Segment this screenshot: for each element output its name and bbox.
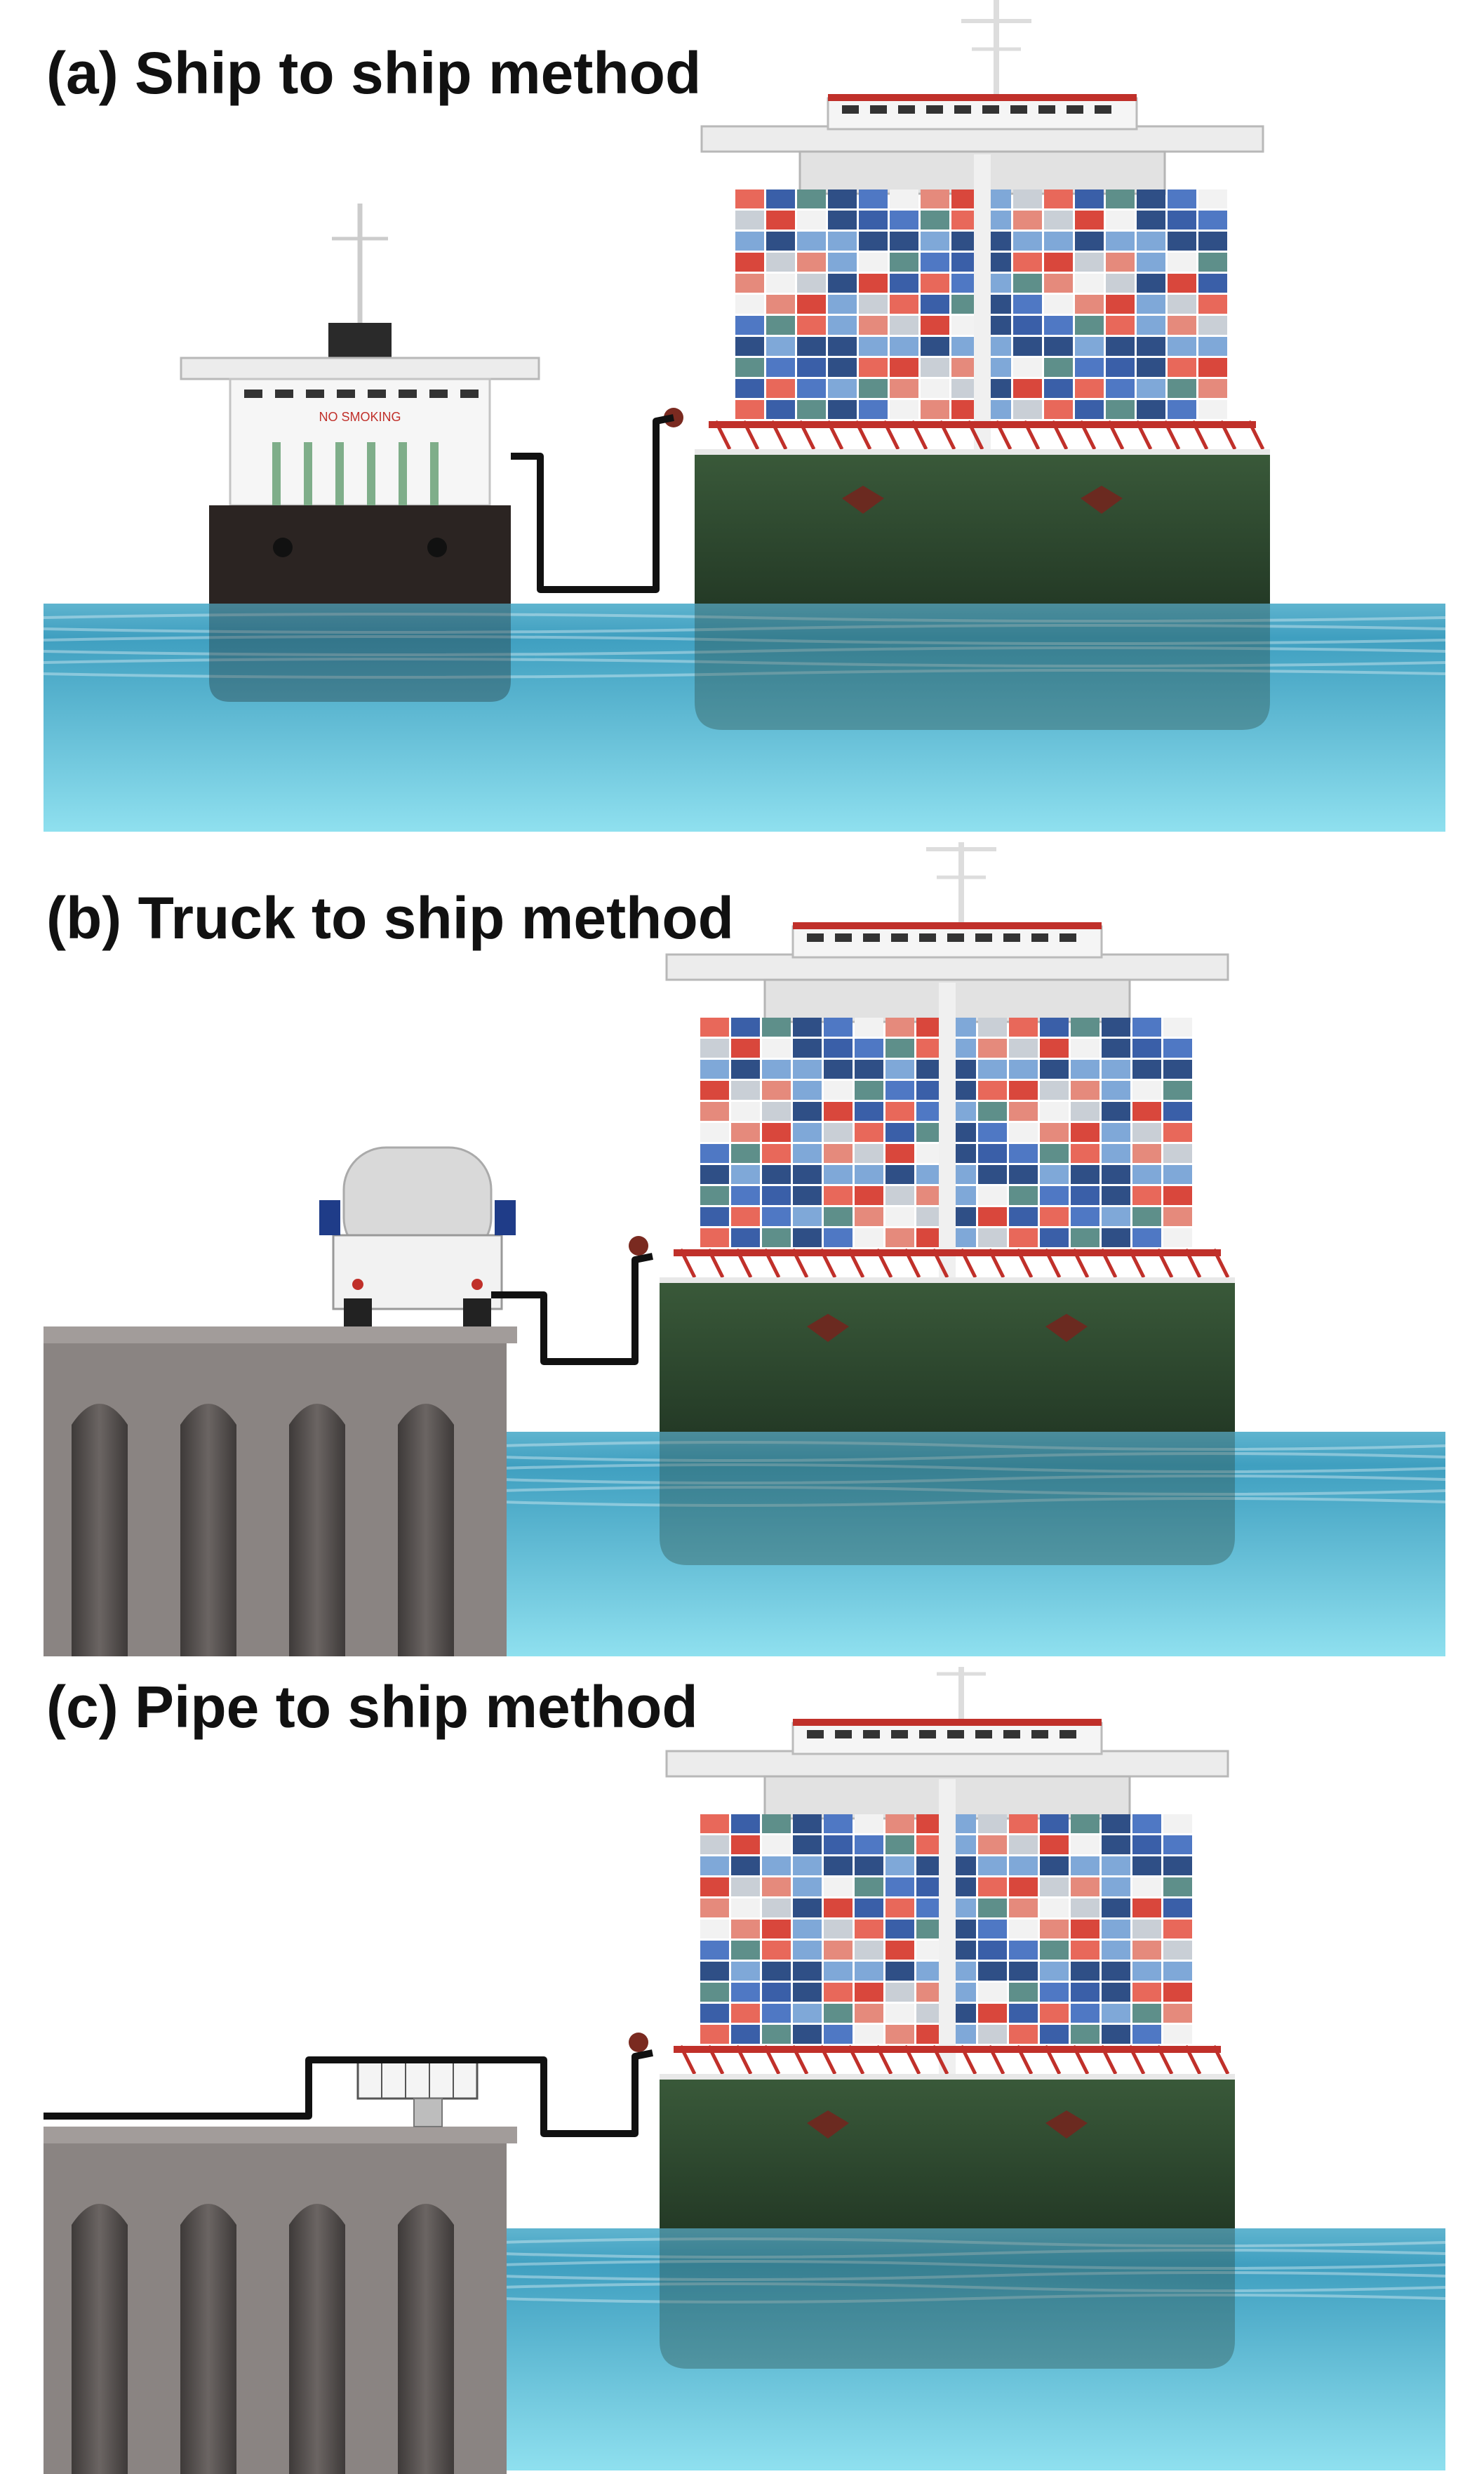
bunkering-hose <box>491 1253 653 1365</box>
quay-arch <box>72 1404 128 1656</box>
quay-arch <box>289 1404 345 1656</box>
panel-c-title: (c) Pipe to ship method <box>46 1674 698 1740</box>
anchor-icon <box>427 538 447 557</box>
tanker-hull <box>209 505 511 604</box>
bunker-tanker: NO SMOKING <box>180 204 540 702</box>
water-surface <box>501 2228 1446 2470</box>
fuel-truck <box>319 1146 516 1326</box>
panel-a-ship-to-ship-illustration: NO SMOKING <box>43 0 1446 832</box>
container-ship <box>629 1667 1235 2369</box>
quay-arch <box>180 2204 236 2474</box>
anchor-icon <box>1081 486 1123 514</box>
quay-wall <box>44 1326 517 1656</box>
container-ship <box>664 0 1270 730</box>
anchor-icon <box>842 486 884 514</box>
anchor-icon <box>273 538 293 557</box>
quay-arch <box>180 1404 236 1656</box>
container-stack <box>700 1814 1192 2044</box>
pipeline-hydrant <box>356 2059 479 2127</box>
quay-wall <box>44 2127 517 2474</box>
container-ship-hull <box>660 1277 1235 1432</box>
container-ship <box>629 842 1235 1565</box>
anchor-icon <box>807 2110 849 2139</box>
quay-arch <box>398 2204 454 2474</box>
container-ship-hull <box>695 449 1270 604</box>
container-stack <box>735 189 1227 419</box>
quay-arch <box>289 2204 345 2474</box>
water-surface <box>501 1432 1446 1656</box>
tanker-hull-marking: NO SMOKING <box>319 410 401 424</box>
container-stack <box>700 1018 1192 1247</box>
anchor-icon <box>1045 2110 1088 2139</box>
panel-b-title: (b) Truck to ship method <box>46 885 734 951</box>
anchor-icon <box>1045 1314 1088 1342</box>
panel-c-pipe-to-ship-illustration <box>44 1667 1446 2474</box>
bunkering-hose <box>511 414 674 593</box>
bunkering-hose <box>44 2049 653 2137</box>
panel-a-title: (a) Ship to ship method <box>46 40 702 106</box>
panel-b-truck-to-ship-illustration <box>44 842 1446 1656</box>
container-ship-hull <box>660 2074 1235 2228</box>
quay-arch <box>398 1404 454 1656</box>
quay-arch <box>72 2204 128 2474</box>
water-surface <box>43 604 1446 832</box>
anchor-icon <box>807 1314 849 1342</box>
